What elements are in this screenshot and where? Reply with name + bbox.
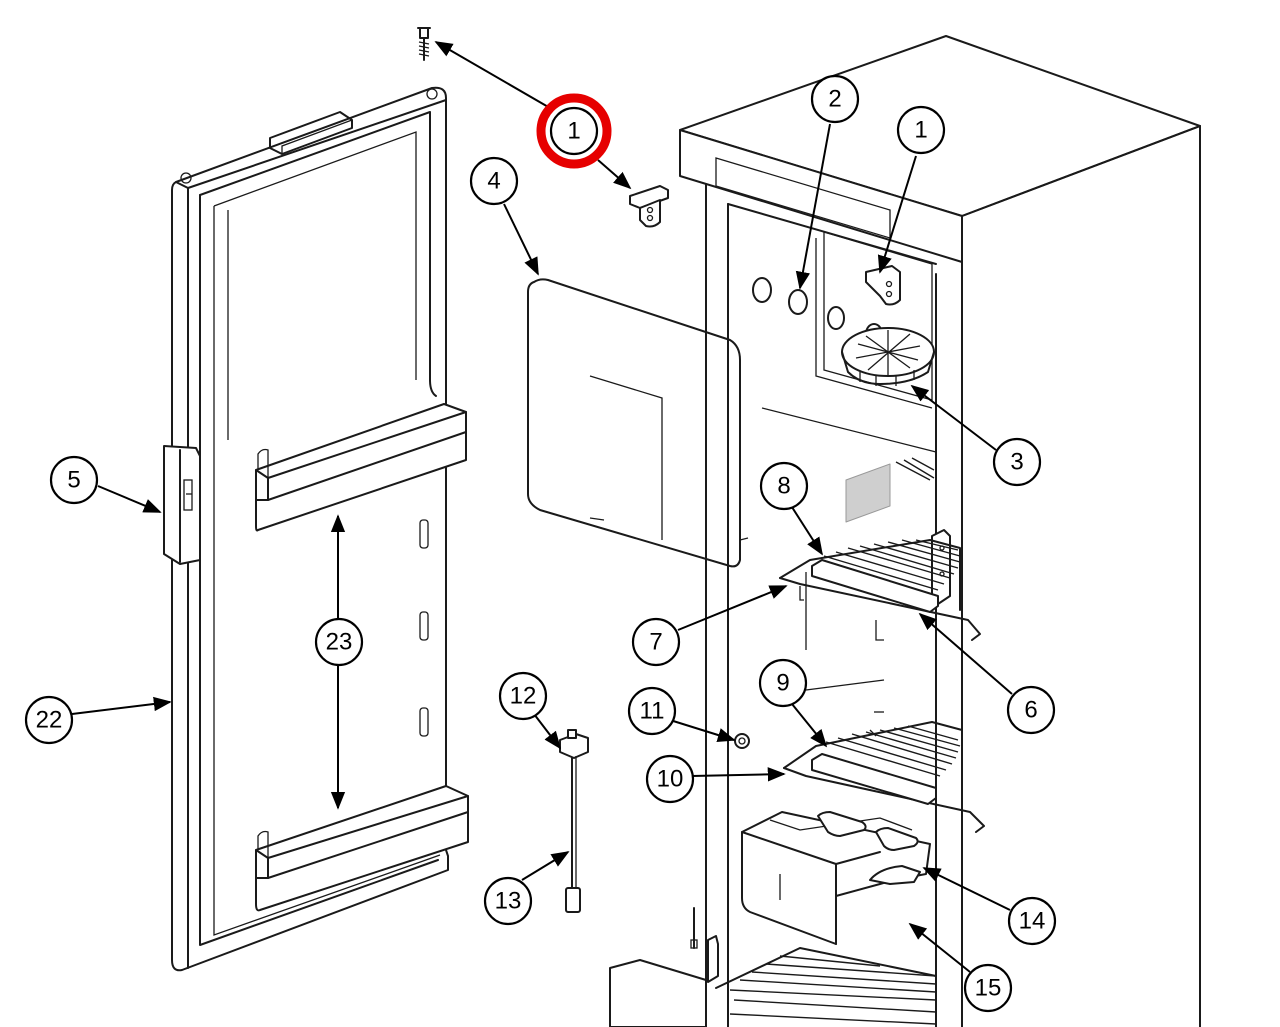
- svg-text:23: 23: [326, 629, 353, 656]
- svg-text:13: 13: [495, 888, 522, 915]
- callouts: 1 1 2 3 4 5 6 7: [24, 74, 1057, 1013]
- callout-8[interactable]: 8: [759, 461, 809, 511]
- svg-text:22: 22: [36, 707, 63, 734]
- svg-text:4: 4: [487, 168, 500, 195]
- callout-10[interactable]: 10: [645, 754, 695, 804]
- leader-lines: [71, 41, 1013, 973]
- callout-1-highlighted[interactable]: 1: [549, 106, 599, 156]
- svg-text:15: 15: [975, 975, 1002, 1002]
- callout-13[interactable]: 13: [483, 876, 533, 926]
- callout-9[interactable]: 9: [758, 658, 808, 708]
- lower-door-bin: [255, 785, 469, 912]
- door-assembly: [163, 86, 469, 972]
- svg-text:5: 5: [67, 467, 80, 494]
- upper-wire-shelf: [779, 539, 981, 641]
- highlight-ring: [536, 93, 612, 169]
- svg-text:14: 14: [1019, 908, 1046, 935]
- screw-part: [417, 27, 431, 61]
- lower-wire-shelf: [783, 721, 985, 833]
- svg-text:1: 1: [914, 117, 927, 144]
- upper-door-bin: [255, 403, 467, 532]
- svg-text:12: 12: [510, 683, 537, 710]
- svg-text:3: 3: [1010, 449, 1023, 476]
- ice-tray: [841, 327, 935, 386]
- door-hinge-part: [163, 445, 201, 565]
- svg-text:10: 10: [657, 766, 684, 793]
- wire-harness-part: [559, 729, 589, 913]
- callout-22[interactable]: 22: [24, 695, 74, 745]
- svg-text:2: 2: [828, 86, 841, 113]
- callout-23[interactable]: 23: [314, 617, 364, 667]
- callout-3[interactable]: 3: [992, 437, 1042, 487]
- callout-1[interactable]: 1: [896, 105, 946, 155]
- svg-text:7: 7: [649, 629, 662, 656]
- svg-text:1: 1: [567, 118, 580, 145]
- callout-6[interactable]: 6: [1006, 685, 1056, 735]
- bottom-wire-shelf: [609, 947, 937, 1027]
- callout-12[interactable]: 12: [498, 671, 548, 721]
- grommet-part: [734, 733, 750, 749]
- svg-text:11: 11: [640, 698, 665, 725]
- callout-4[interactable]: 4: [469, 156, 519, 206]
- svg-text:6: 6: [1024, 697, 1037, 724]
- svg-text:8: 8: [777, 473, 790, 500]
- freezer-door-panel: [527, 278, 749, 568]
- callout-2[interactable]: 2: [810, 74, 860, 124]
- hinge-bracket: [629, 185, 669, 228]
- callout-11[interactable]: 11: [627, 686, 677, 736]
- crisper-bin: [741, 811, 931, 945]
- callout-7[interactable]: 7: [631, 617, 681, 667]
- callout-5[interactable]: 5: [49, 455, 99, 505]
- callout-14[interactable]: 14: [1007, 896, 1057, 946]
- callout-15[interactable]: 15: [963, 963, 1013, 1013]
- svg-text:9: 9: [776, 670, 789, 697]
